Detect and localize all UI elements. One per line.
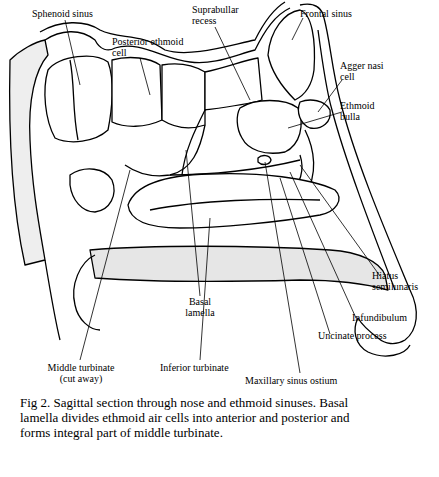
anatomy-drawing <box>10 2 417 356</box>
torus-tubarius <box>70 169 114 212</box>
part-label: Inferior turbinate <box>160 362 260 373</box>
inferior-turbinate-outline <box>128 174 339 228</box>
leader-line <box>292 18 303 40</box>
figure-caption: Fig 2. Sagittal section through nose and… <box>20 396 380 441</box>
part-label: Suprabullar recess <box>192 4 250 26</box>
leader-line <box>265 162 300 373</box>
maxillary-ostium <box>258 156 271 165</box>
leader-line <box>288 112 342 128</box>
part-label: Ethmoid bulla <box>340 100 382 122</box>
agger-nasi-outline <box>298 100 330 128</box>
leader-line <box>140 58 150 95</box>
soft-palate <box>74 255 100 330</box>
leader-line <box>215 27 250 100</box>
leader-line <box>318 80 342 112</box>
hard-palate <box>90 246 388 290</box>
posterior-ethmoid-cell-outline <box>112 58 162 127</box>
frontal-sinus-outline <box>268 10 314 100</box>
part-label: Uncinate process <box>318 330 408 341</box>
middle-meatus-line <box>170 160 300 175</box>
leader-line <box>290 172 356 318</box>
leader-line <box>186 150 200 296</box>
part-label: Sphenoid sinus <box>32 8 112 19</box>
sphenoid-sinus-outline <box>45 56 112 142</box>
part-label: Agger nasi cell <box>340 60 392 82</box>
leader-line <box>65 20 80 85</box>
part-label: Hiatus semilunaris <box>372 270 432 292</box>
part-label: Posterior ethmoid cell <box>112 36 197 58</box>
part-label: Frontal sinus <box>300 8 380 19</box>
inferior-turbinate-fold <box>150 199 320 210</box>
part-label: Basal lamella <box>180 296 220 318</box>
part-label: Infundibulum <box>352 312 432 323</box>
leader-line <box>200 218 210 360</box>
part-label: Middle turbinate (cut away) <box>40 362 122 384</box>
middle-turbinate-cut-edge <box>125 125 205 176</box>
leader-line <box>80 170 130 360</box>
leader-line <box>280 178 330 334</box>
part-label: Maxillary sinus ostium <box>245 375 365 386</box>
pharyngeal-wall <box>45 260 60 340</box>
leader-lines <box>65 18 380 373</box>
basal-lamella-line <box>182 110 205 175</box>
clivus-wall <box>10 40 48 265</box>
nasal-outer-contour <box>300 4 416 343</box>
posterior-ethmoid-cell-outline <box>162 64 205 128</box>
